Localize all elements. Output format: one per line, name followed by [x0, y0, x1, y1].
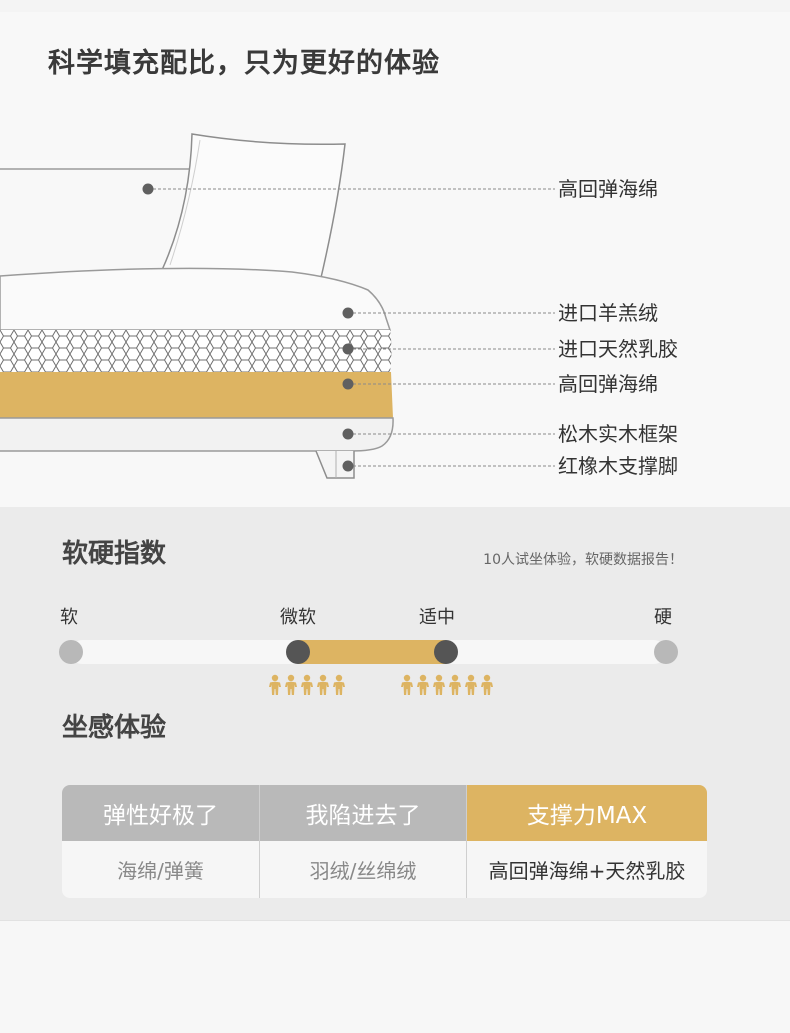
callout-high-resilience-sponge: 高回弹海绵 [558, 177, 658, 201]
experience-material-support: 高回弹海绵+天然乳胶 [467, 841, 707, 898]
frame-layer [0, 417, 394, 452]
person-icon [417, 674, 429, 695]
person-icon [317, 674, 329, 695]
experience-title: 坐感体验 [62, 713, 167, 743]
leg-shape [315, 450, 355, 479]
person-icon [433, 674, 445, 695]
scale-label-hard: 硬 [654, 607, 672, 628]
experience-material-sinking: 羽绒/丝绵绒 [260, 841, 466, 898]
callout-lambswool: 进口羊羔绒 [558, 301, 658, 325]
callout-pine-frame: 松木实木框架 [558, 422, 678, 446]
lambswool-layer [0, 267, 392, 331]
person-icon [465, 674, 477, 695]
headline: 科学填充配比，只为更好的体验 [48, 48, 440, 79]
callout-natural-latex: 进口天然乳胶 [558, 337, 678, 361]
tester-group-slightly-soft [268, 674, 346, 696]
callout-dot [342, 343, 354, 355]
softness-note: 10人试坐体验，软硬数据报告！ [483, 552, 683, 568]
experience-header-support: 支撑力MAX [467, 785, 707, 841]
pillow-shape [160, 133, 346, 283]
scale-endpoint-hard [654, 640, 678, 664]
experience-header-elastic: 弹性好极了 [62, 785, 259, 841]
person-icon [449, 674, 461, 695]
callout-dot [342, 307, 354, 319]
person-icon [269, 674, 281, 695]
sofa-cross-section-diagram [0, 133, 555, 479]
range-knob-slightly-soft [286, 640, 310, 664]
table-divider [466, 785, 467, 898]
scale-endpoint-soft [59, 640, 83, 664]
scale-label-soft: 软 [60, 607, 78, 628]
table-divider [259, 785, 260, 898]
person-icon [301, 674, 313, 695]
callout-dot [342, 460, 354, 472]
callout-oak-legs: 红橡木支撑脚 [558, 454, 678, 478]
footer-area [0, 920, 790, 1033]
experience-table: 弹性好极了 我陷进去了 支撑力MAX 海绵/弹簧 羽绒/丝绵绒 高回弹海绵+天然… [62, 785, 707, 898]
experience-material-elastic: 海绵/弹簧 [62, 841, 259, 898]
experience-header-sinking: 我陷进去了 [260, 785, 466, 841]
scale-label-slightly-soft: 微软 [280, 607, 316, 628]
callout-dot [342, 378, 354, 390]
softness-selected-range [298, 640, 446, 664]
person-icon [285, 674, 297, 695]
softness-title: 软硬指数 [62, 539, 167, 569]
person-icon [401, 674, 413, 695]
person-icon [481, 674, 493, 695]
person-icon [333, 674, 345, 695]
range-knob-moderate [434, 640, 458, 664]
scale-label-moderate: 适中 [419, 607, 455, 628]
callout-dot [142, 183, 154, 195]
tester-group-moderate [400, 674, 494, 696]
latex-layer [0, 330, 392, 372]
callout-dot [342, 428, 354, 440]
sponge-layer [0, 372, 393, 418]
callout-sponge-layer: 高回弹海绵 [558, 372, 658, 396]
